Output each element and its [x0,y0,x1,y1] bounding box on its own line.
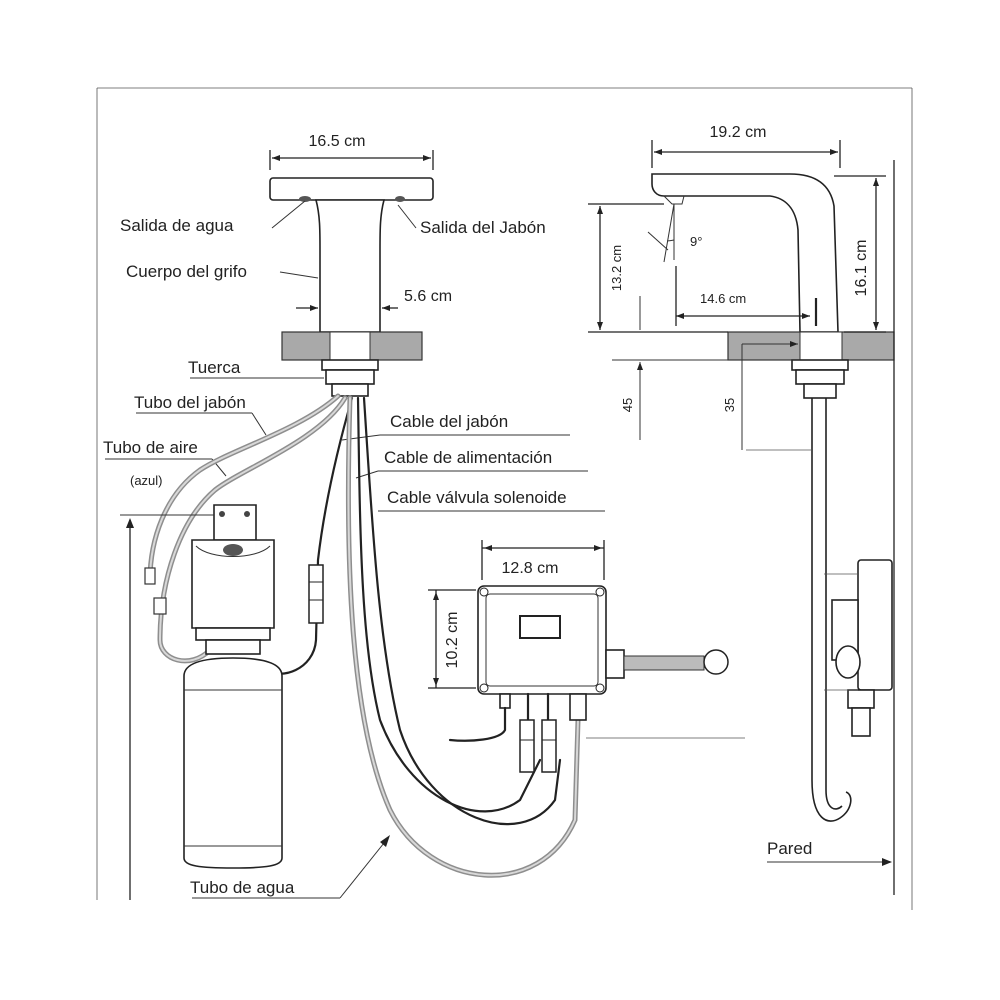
top-width-label: 16.5 cm [309,133,366,150]
box-connector-1 [519,719,535,773]
wall-label: Pared [767,839,812,858]
soap-outlet-leader [397,204,417,229]
top-dim-arrow-right [423,155,431,161]
air-tube-fitting-2 [153,597,167,615]
box-connector-2 [541,719,557,773]
pump-indicator [223,544,243,556]
soap-cable [266,396,354,675]
dim-45-label: 45 [620,398,635,412]
side-valve [835,645,861,679]
pump-base [195,627,271,641]
faucet-body-label: Cuerpo del grifo [126,262,247,281]
control-box-window [519,615,561,639]
side-height-label: 16.1 cm [853,240,870,297]
pump-housing [191,539,275,629]
faucet-head [269,177,434,201]
soap-outlet-hole [395,196,405,202]
dim-35-label: 35 [722,398,737,412]
angle-label: 9° [690,234,702,249]
water-tube-leader [339,837,389,899]
soap-tube-label: Tubo del jabón [134,393,246,412]
nut-label: Tuerca [188,358,241,377]
faucet-body-leader [279,271,319,279]
inlet-valve [703,649,729,675]
soap-bottle [183,657,283,869]
power-cable [356,396,542,813]
side-faucet-body [651,173,839,333]
side-valve-housing [857,559,893,691]
soap-tube-leader [251,412,267,436]
wall-bracket [213,504,257,541]
faucet-body [314,199,386,333]
side-faucet [651,173,895,822]
box-power-lead [448,706,507,742]
air-tube-color-label: (azul) [130,473,163,488]
soap-cable-connector [308,564,324,624]
side-water-pipe [811,398,852,822]
braided-hose [623,655,705,671]
side-valve-fitting [851,707,871,737]
outlet-fitting [569,693,587,721]
nut [325,369,375,385]
box-height-label: 10.2 cm [444,612,461,669]
soap-outlet-label: Salida del Jabón [420,218,546,237]
solenoid-cable-label: Cable válvula solenoide [387,488,567,507]
control-box-housing [477,585,607,695]
power-cable-label: Cable de alimentación [384,448,552,467]
control-box [477,585,729,721]
air-tube-fitting-1 [144,567,156,585]
body-dim-arrow-right [382,305,390,311]
top-dim-arrow-left [272,155,280,161]
soap-cable-label: Cable del jabón [390,412,508,431]
inlet-fitting [605,649,625,679]
water-outlet-label: Salida de agua [120,216,234,235]
nut-washer [321,359,379,371]
body-diameter-label: 5.6 cm [404,288,452,305]
air-tube-label: Tubo de aire [103,438,198,457]
side-width-label: 19.2 cm [710,124,767,141]
soap-dispenser [183,504,283,869]
bottle-cap [205,639,261,655]
body-dim-arrow-left [310,305,318,311]
spout-height-label: 13.2 cm [609,245,624,291]
box-width-label: 12.8 cm [502,560,559,577]
solenoid-cable [362,396,562,826]
front-tubes-cables [147,393,581,878]
front-counter-hole [329,331,371,361]
water-outlet-leader [271,200,306,229]
water-outlet-hole [299,196,311,202]
water-tube-label: Tubo de agua [190,878,295,897]
side-nut [795,369,845,385]
spout-reach-label: 14.6 cm [700,291,746,306]
front-faucet [269,177,434,397]
